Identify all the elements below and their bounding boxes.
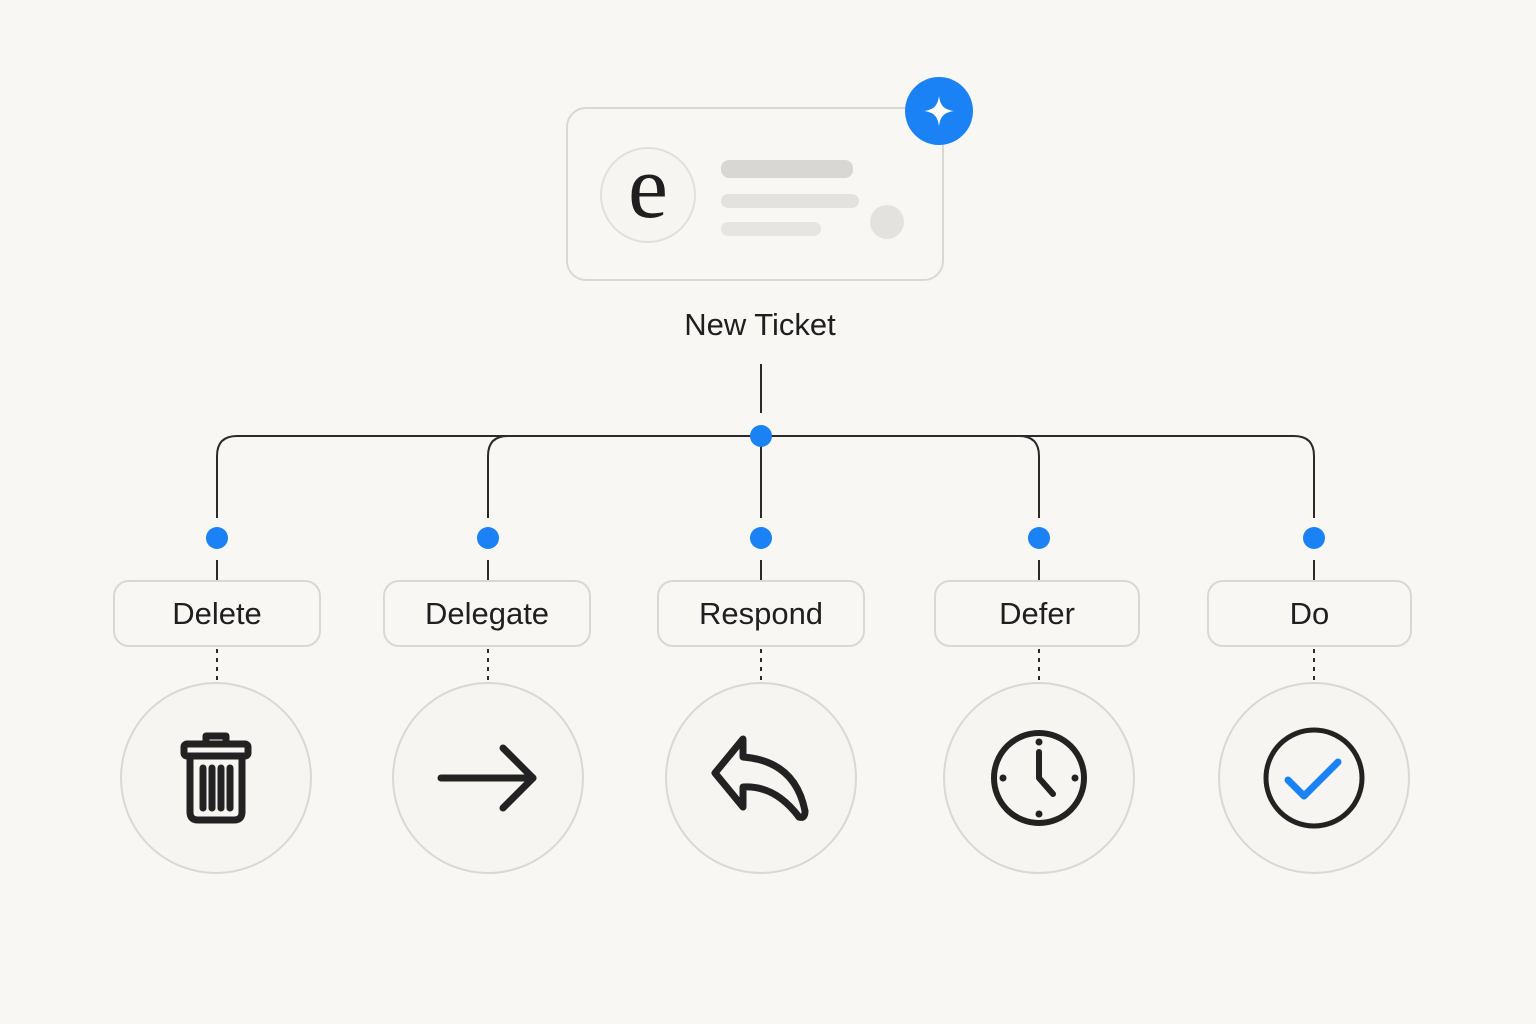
ai-badge: [905, 77, 973, 145]
ticket-line-placeholder: [721, 194, 859, 208]
delete-action[interactable]: [120, 682, 312, 874]
reply-icon: [711, 735, 809, 821]
junction-dot: [750, 425, 772, 447]
branch-respond[interactable]: Respond: [657, 580, 865, 647]
sparkle-icon: [924, 96, 954, 126]
new-ticket-card[interactable]: e: [566, 107, 944, 281]
branch-dot-respond: [750, 527, 772, 549]
ticket-line-placeholder: [721, 222, 821, 236]
sender-avatar: e: [600, 143, 696, 243]
branch-dot-delegate: [477, 527, 499, 549]
do-action[interactable]: [1218, 682, 1410, 874]
check-circle-icon: [1263, 727, 1365, 829]
arrow-right-icon: [437, 744, 537, 812]
ticket-subject-placeholder: [721, 160, 853, 178]
branch-delete[interactable]: Delete: [113, 580, 321, 647]
defer-action[interactable]: [943, 682, 1135, 874]
clock-icon: [991, 730, 1087, 826]
ticket-status-dot: [870, 205, 904, 239]
branch-dot-defer: [1028, 527, 1050, 549]
branch-dot-do: [1303, 527, 1325, 549]
root-label: New Ticket: [684, 307, 836, 342]
branch-do[interactable]: Do: [1207, 580, 1412, 647]
branch-defer[interactable]: Defer: [934, 580, 1140, 647]
trash-icon: [180, 732, 252, 824]
delegate-action[interactable]: [392, 682, 584, 874]
avatar-letter: e: [628, 138, 668, 237]
respond-action[interactable]: [665, 682, 857, 874]
branch-delegate[interactable]: Delegate: [383, 580, 591, 647]
branch-dot-delete: [206, 527, 228, 549]
